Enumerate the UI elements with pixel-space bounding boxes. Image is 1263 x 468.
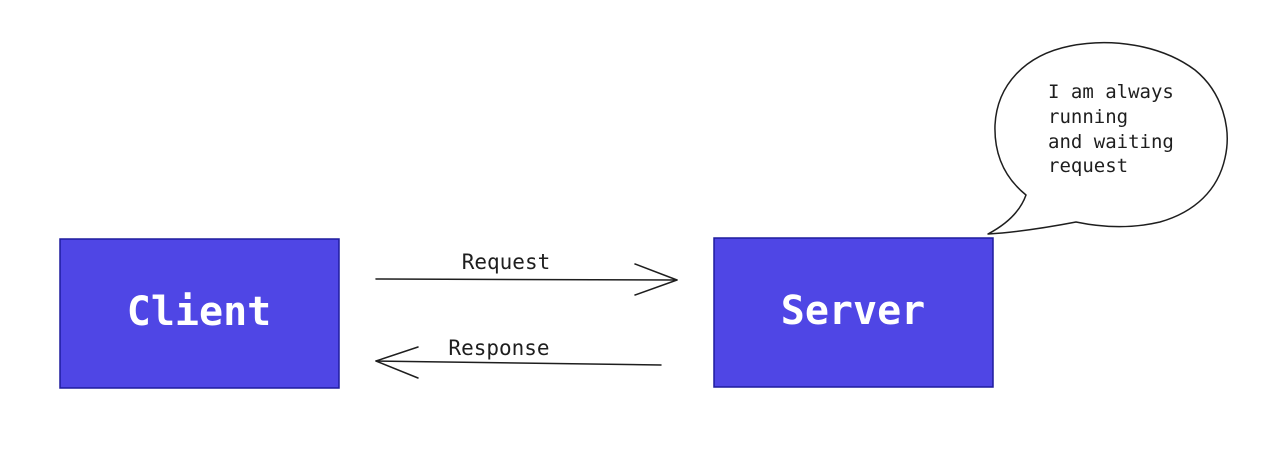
client-label: Client [127, 289, 272, 335]
request-arrow-line [375, 278, 678, 281]
response-arrow-line [375, 360, 662, 366]
response-arrowhead [375, 346, 419, 379]
request-arrow[interactable]: Request [375, 250, 678, 296]
request-arrowhead [634, 263, 678, 296]
server-box [713, 237, 994, 388]
bubble-line-4: request [1048, 155, 1128, 177]
speech-bubble-outline [987, 41, 1228, 235]
server-speech-bubble[interactable]: I am always running and waiting request [987, 41, 1228, 235]
client-box [59, 238, 340, 389]
request-label: Request [462, 250, 551, 274]
bubble-line-3: and waiting [1048, 131, 1174, 153]
bubble-line-2: running [1048, 106, 1128, 128]
client-node[interactable]: Client [59, 238, 340, 389]
server-node[interactable]: Server [713, 237, 994, 388]
bubble-line-1: I am always [1048, 81, 1174, 103]
response-label: Response [448, 336, 549, 360]
server-label: Server [781, 288, 926, 334]
response-arrow[interactable]: Response [375, 336, 662, 379]
